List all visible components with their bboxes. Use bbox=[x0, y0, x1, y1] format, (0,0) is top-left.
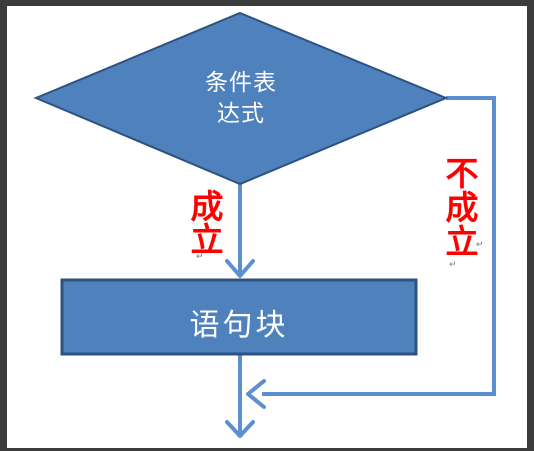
true-branch-label-line1: 成 bbox=[190, 187, 224, 226]
condition-label: 条件表 达式 bbox=[186, 68, 296, 130]
paragraph-mark-icon: ↵ bbox=[449, 260, 457, 270]
exit-arrowhead bbox=[225, 420, 255, 438]
paragraph-mark-icon: ↵ bbox=[196, 252, 204, 262]
false-branch-label-line1: 不 bbox=[445, 154, 479, 193]
condition-diamond bbox=[33, 11, 449, 186]
frame-top-border bbox=[0, 0, 534, 6]
condition-label-line2: 达式 bbox=[217, 101, 265, 127]
condition-label-line1: 条件表 bbox=[205, 70, 277, 96]
false-branch-connector bbox=[262, 96, 496, 396]
false-branch-label: 不 成 立 bbox=[438, 157, 486, 259]
paragraph-mark-icon: ↵ bbox=[476, 240, 484, 250]
statement-block-label: 语句块 bbox=[189, 308, 289, 343]
frame-bottom-border bbox=[0, 448, 534, 451]
statement-block bbox=[60, 278, 418, 356]
false-branch-label-line2: 成 bbox=[445, 188, 479, 227]
frame-right-border bbox=[527, 0, 534, 451]
true-branch-arrowhead bbox=[225, 259, 255, 278]
true-branch-label: 成 立 bbox=[183, 190, 231, 256]
merge-arrowhead bbox=[246, 379, 266, 409]
false-branch-label-line3: 立 bbox=[445, 222, 479, 261]
true-branch-label-line2: 立 bbox=[190, 220, 224, 259]
frame-left-border bbox=[0, 0, 7, 451]
